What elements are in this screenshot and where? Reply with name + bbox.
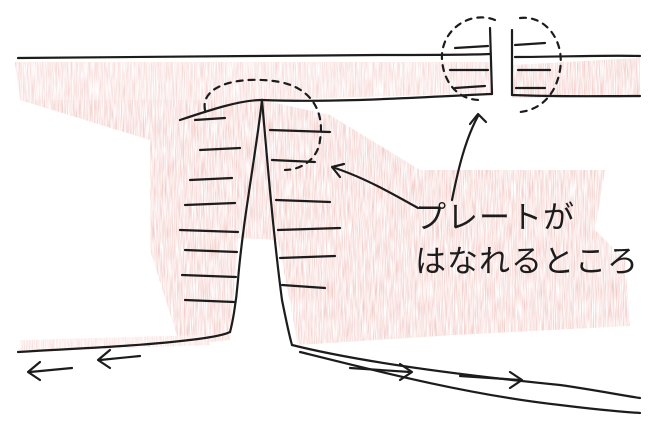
annotation-line-2: はなれるところ bbox=[415, 240, 640, 284]
upper-left-band-fill bbox=[20, 62, 492, 100]
arrow-left-2 bbox=[100, 356, 140, 360]
pointer-to-rift-head bbox=[470, 114, 486, 124]
hatch bbox=[515, 43, 545, 45]
right-block-bottom-edge bbox=[512, 95, 640, 96]
top-surface-left bbox=[18, 54, 490, 58]
arrow-left-1 bbox=[30, 368, 72, 372]
upper-right-block-fill bbox=[512, 58, 640, 98]
lower-curve-right bbox=[300, 352, 640, 413]
annotation-label: プレートが はなれるところ bbox=[415, 196, 640, 284]
top-surface-right bbox=[515, 56, 640, 57]
hatch bbox=[455, 46, 488, 48]
annotation-line-1: プレートが bbox=[415, 196, 640, 240]
